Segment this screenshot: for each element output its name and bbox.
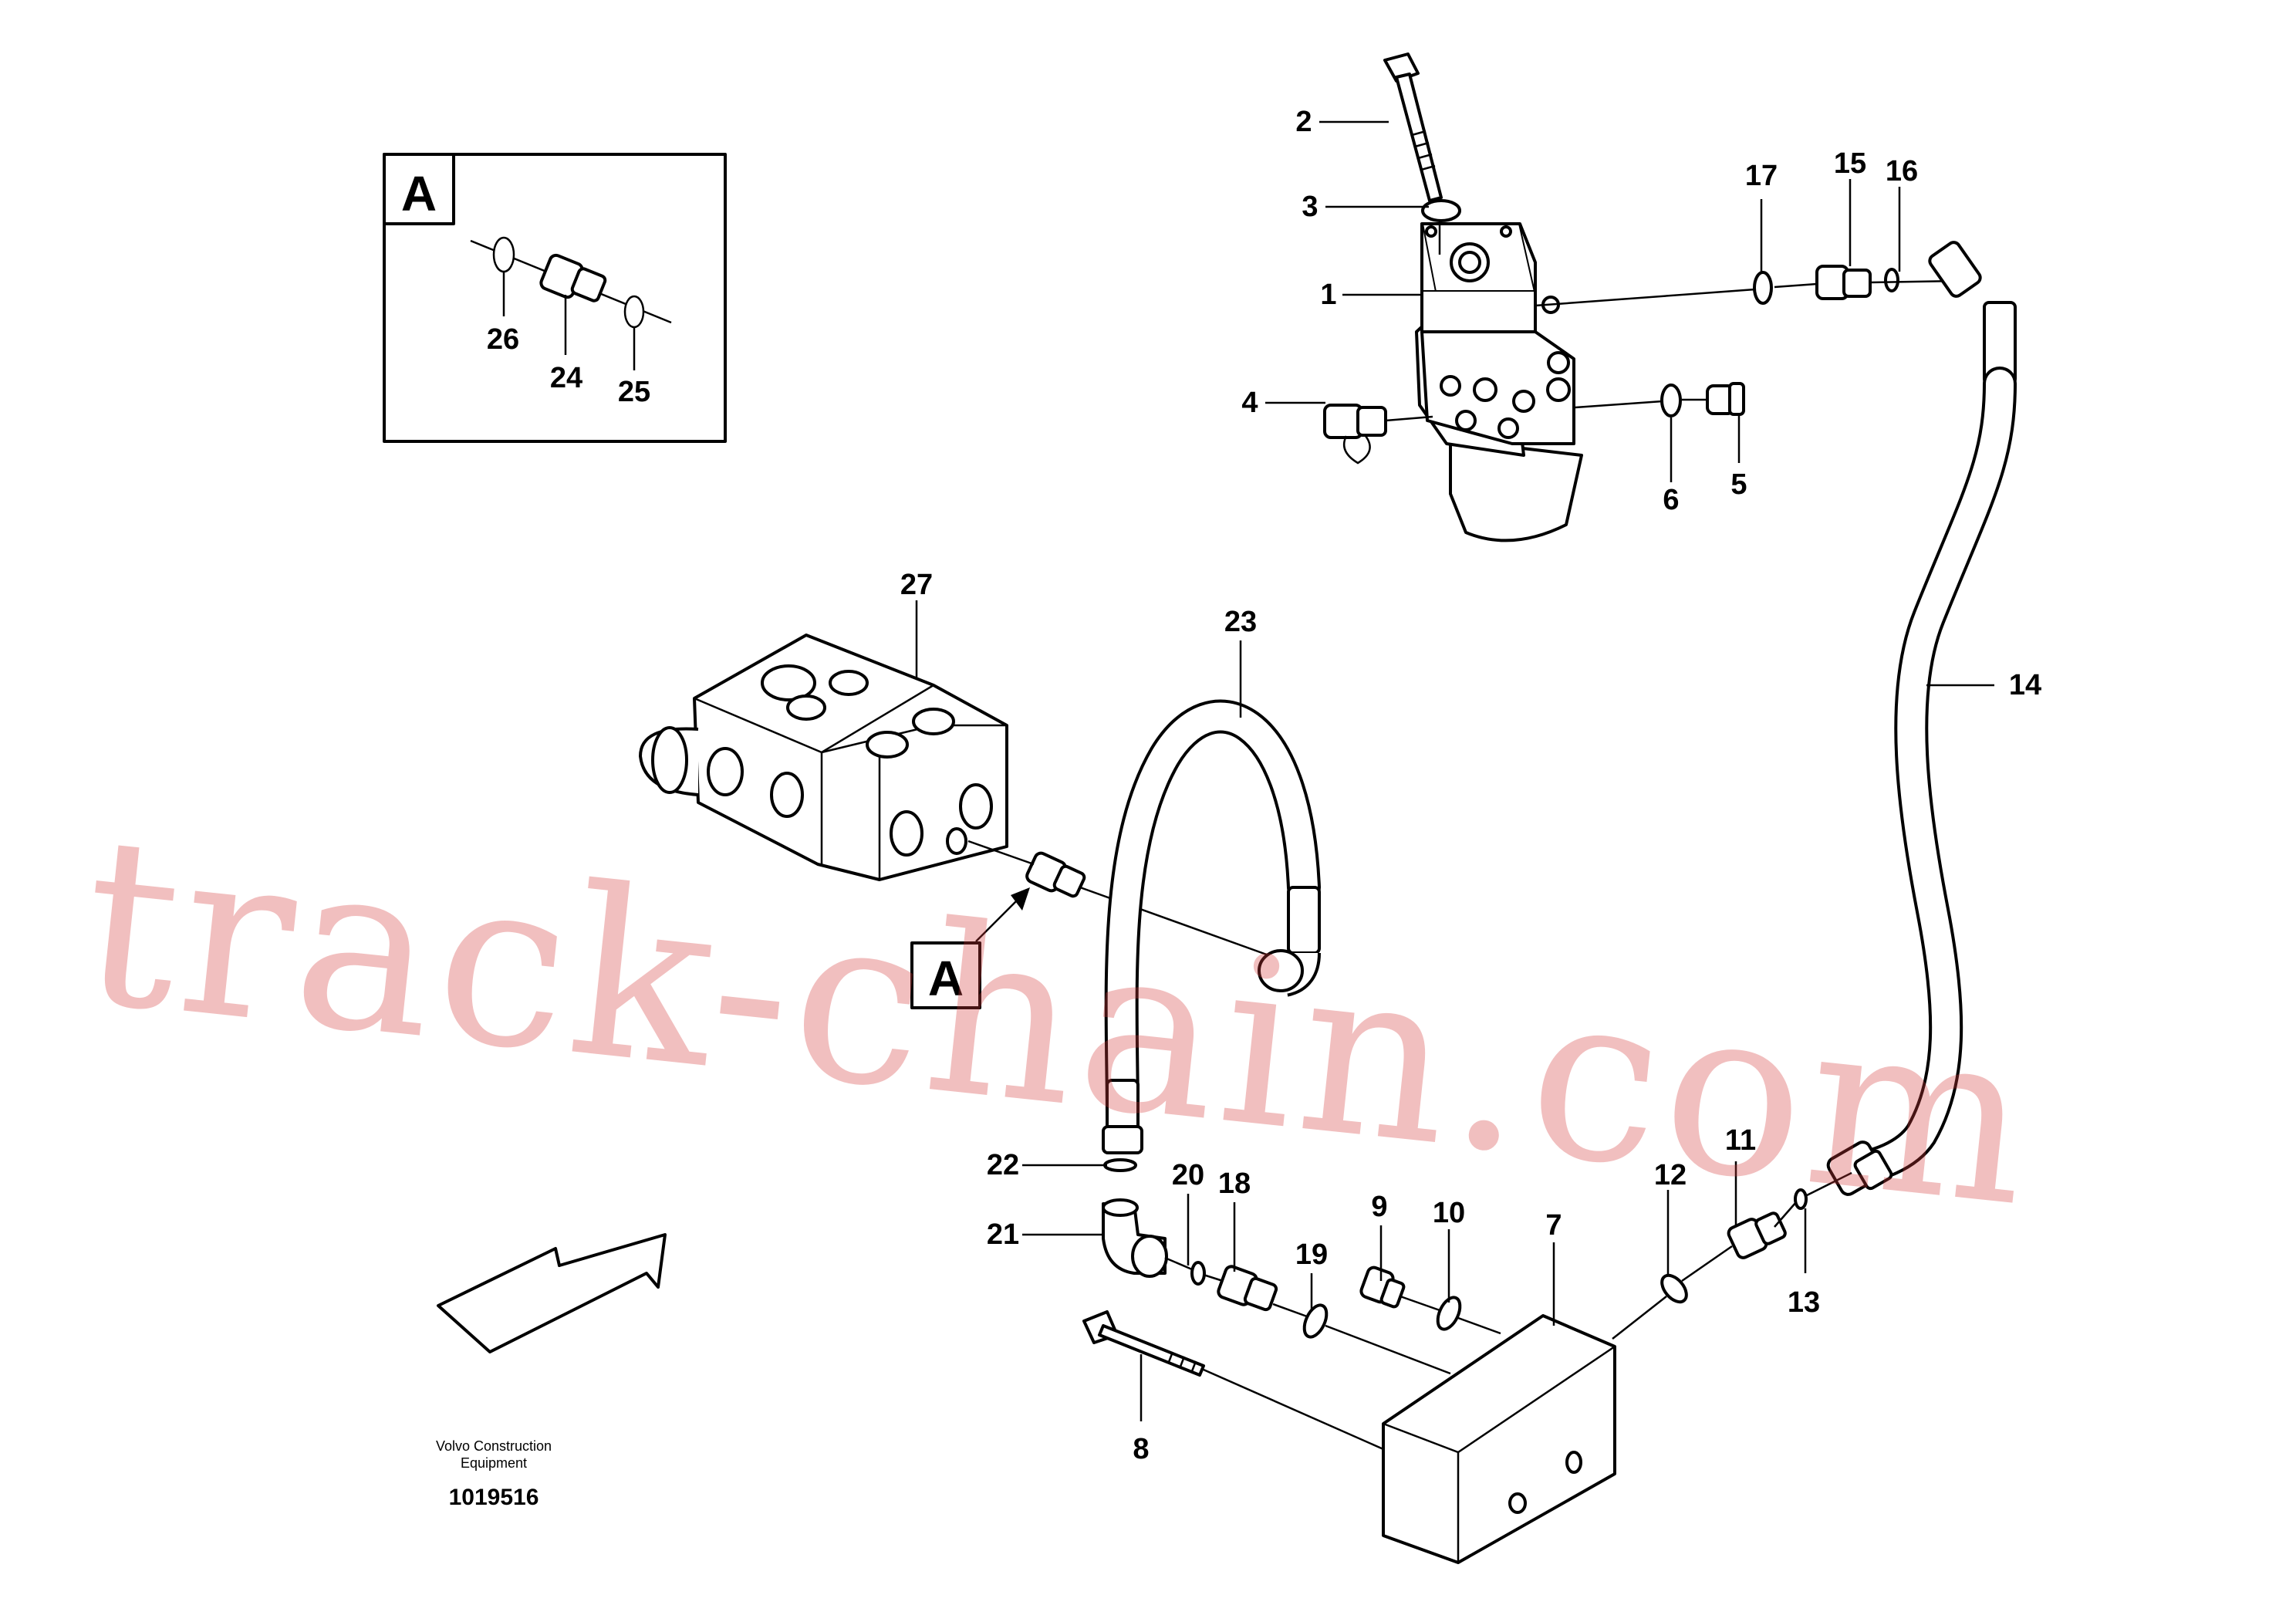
label-5: 5 bbox=[1730, 468, 1747, 501]
label-19: 19 bbox=[1295, 1238, 1328, 1271]
reference-tag-letter: A bbox=[928, 951, 964, 1006]
label-10: 10 bbox=[1433, 1197, 1465, 1229]
washer-19 bbox=[1302, 1303, 1329, 1339]
hose-14 bbox=[1826, 241, 2017, 1196]
plug-9 bbox=[1359, 1265, 1406, 1309]
label-7: 7 bbox=[1545, 1209, 1562, 1242]
hose-23 bbox=[1102, 699, 1321, 1154]
o-ring-20 bbox=[1190, 1261, 1206, 1286]
label-8: 8 bbox=[1133, 1433, 1149, 1465]
label-11: 11 bbox=[1725, 1124, 1756, 1157]
watermark: track-chain.com bbox=[72, 786, 2046, 1259]
elbow-21 bbox=[1102, 1198, 1168, 1278]
label-20: 20 bbox=[1172, 1159, 1204, 1191]
adapter-18 bbox=[1217, 1265, 1278, 1312]
plug-5 bbox=[1706, 382, 1745, 416]
nipple-24 bbox=[539, 253, 607, 302]
detail-box-letter: A bbox=[401, 166, 437, 221]
label-4: 4 bbox=[1241, 387, 1258, 419]
valve-block-27 bbox=[639, 634, 1008, 881]
washer-17 bbox=[1753, 271, 1773, 305]
o-ring-26 bbox=[492, 236, 515, 273]
washer-6 bbox=[1660, 384, 1682, 417]
label-25: 25 bbox=[618, 376, 650, 408]
washer-3 bbox=[1421, 199, 1461, 222]
label-23: 23 bbox=[1224, 606, 1257, 638]
credit-line-1: Volvo Construction bbox=[436, 1438, 552, 1454]
reference-tag-a: A bbox=[910, 887, 1030, 1009]
label-21: 21 bbox=[987, 1218, 1019, 1251]
valve-assembly-1 bbox=[1415, 222, 1583, 542]
label-2: 2 bbox=[1295, 106, 1312, 138]
direction-arrow bbox=[437, 1233, 667, 1353]
adapter-15 bbox=[1815, 265, 1872, 300]
o-ring-13 bbox=[1794, 1188, 1808, 1210]
label-24: 24 bbox=[550, 362, 582, 394]
label-27: 27 bbox=[900, 569, 933, 601]
o-ring-16 bbox=[1884, 268, 1899, 292]
credit-line-2: Equipment bbox=[461, 1455, 527, 1471]
washer-10 bbox=[1436, 1296, 1462, 1331]
label-14: 14 bbox=[2009, 669, 2041, 701]
label-13: 13 bbox=[1788, 1286, 1820, 1319]
block-7 bbox=[1382, 1314, 1616, 1564]
label-3: 3 bbox=[1302, 191, 1318, 223]
washer-12 bbox=[1660, 1273, 1688, 1304]
nipple-24-installed bbox=[1025, 851, 1086, 898]
leader-lines bbox=[915, 120, 1994, 1421]
bolt-8 bbox=[1082, 1310, 1205, 1377]
test-coupling-4 bbox=[1323, 404, 1387, 465]
document-number: 1019516 bbox=[449, 1485, 539, 1510]
label-17: 17 bbox=[1745, 160, 1778, 192]
label-22: 22 bbox=[987, 1149, 1019, 1181]
bolt-2 bbox=[1383, 52, 1443, 202]
label-9: 9 bbox=[1371, 1191, 1387, 1223]
label-12: 12 bbox=[1654, 1159, 1687, 1191]
label-1: 1 bbox=[1320, 279, 1336, 311]
label-15: 15 bbox=[1834, 147, 1866, 180]
o-ring-25 bbox=[623, 295, 645, 329]
detail-box-a: A 26 24 25 bbox=[383, 153, 727, 443]
label-18: 18 bbox=[1218, 1168, 1251, 1200]
label-16: 16 bbox=[1886, 155, 1918, 188]
label-6: 6 bbox=[1663, 484, 1679, 516]
label-26: 26 bbox=[487, 323, 519, 356]
adapter-11 bbox=[1727, 1211, 1787, 1259]
